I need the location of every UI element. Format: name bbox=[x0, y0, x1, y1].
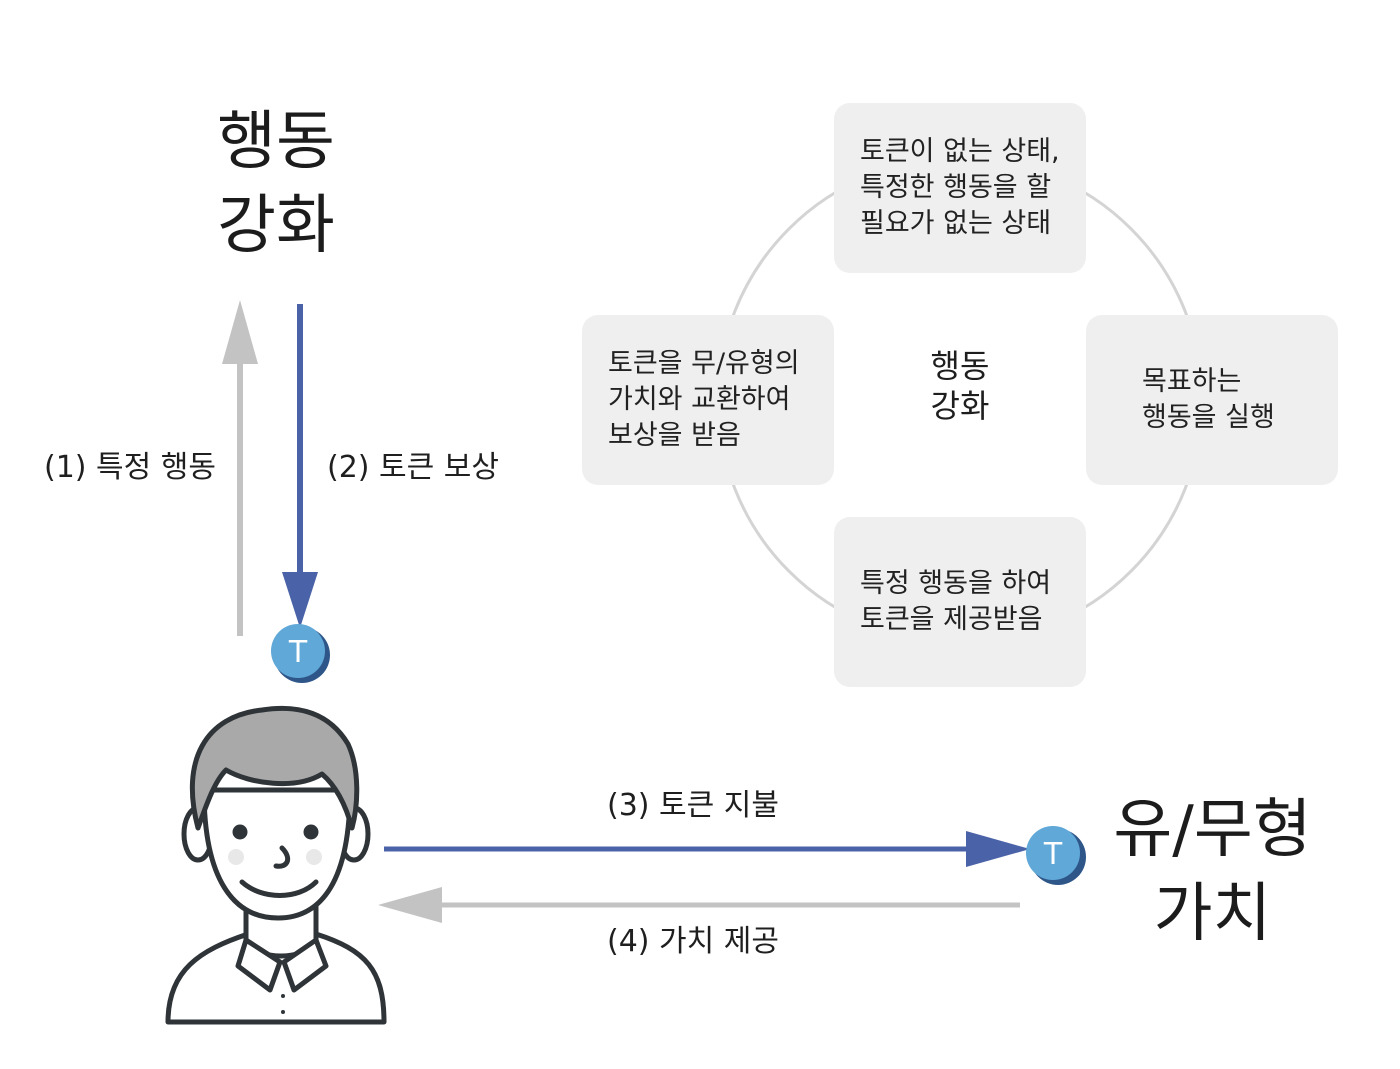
step4-label: (4) 가치 제공 bbox=[607, 924, 779, 959]
cycle-box-text: 가치와 교환하여 bbox=[608, 384, 791, 415]
cycle-center-label: 행동 강화 bbox=[900, 346, 1020, 426]
step3-label: (3) 토큰 지불 bbox=[607, 788, 779, 823]
cycle-center-line: 행동 bbox=[930, 347, 990, 385]
step2-label: (2) 토큰 보상 bbox=[327, 450, 499, 485]
right-title-line: 가치 bbox=[1153, 877, 1272, 951]
person-icon bbox=[165, 705, 387, 1025]
cycle-box-text: 특정한 행동을 할 bbox=[860, 172, 1052, 203]
step3-arrow bbox=[384, 831, 1030, 867]
right-title-line: 유/무형 bbox=[1113, 793, 1312, 867]
left-title-line: 강화 bbox=[217, 189, 335, 263]
step1-label: (1) 특정 행동 bbox=[44, 450, 216, 485]
step2-arrow bbox=[282, 304, 318, 628]
cycle-box-left: 토큰을 무/유형의 가치와 교환하여 보상을 받음 bbox=[582, 315, 834, 485]
right-title: 유/무형 가치 bbox=[1100, 788, 1325, 956]
cycle-box-text: 행동을 실행 bbox=[1142, 402, 1275, 433]
cycle-box-text: 보상을 받음 bbox=[608, 420, 741, 451]
cycle-box-text: 목표하는 bbox=[1142, 366, 1242, 397]
step4-arrow bbox=[378, 887, 1020, 923]
cheeks bbox=[228, 849, 322, 865]
cycle-box-text: 토큰을 무/유형의 bbox=[608, 348, 800, 379]
token-symbol: T bbox=[1043, 837, 1063, 872]
cycle-box-right: 목표하는 행동을 실행 bbox=[1086, 315, 1338, 485]
left-title-line: 행동 bbox=[217, 105, 335, 179]
cycle-box-bottom: 특정 행동을 하여 토큰을 제공받음 bbox=[834, 517, 1086, 687]
token-icon: T bbox=[271, 624, 330, 683]
left-title: 행동 강화 bbox=[176, 100, 376, 268]
cycle-box-text: 토큰을 제공받음 bbox=[860, 604, 1043, 635]
cycle-box-text: 토큰이 없는 상태, bbox=[860, 136, 1060, 167]
token-symbol: T bbox=[288, 635, 308, 670]
cycle-box-top: 토큰이 없는 상태, 특정한 행동을 할 필요가 없는 상태 bbox=[834, 103, 1086, 273]
cycle-box-text: 특정 행동을 하여 bbox=[860, 568, 1052, 599]
cycle-center-line: 강화 bbox=[930, 387, 990, 425]
step1-arrow bbox=[222, 300, 258, 636]
token-icon: T bbox=[1026, 826, 1086, 885]
cycle-box-text: 필요가 없는 상태 bbox=[860, 208, 1052, 239]
